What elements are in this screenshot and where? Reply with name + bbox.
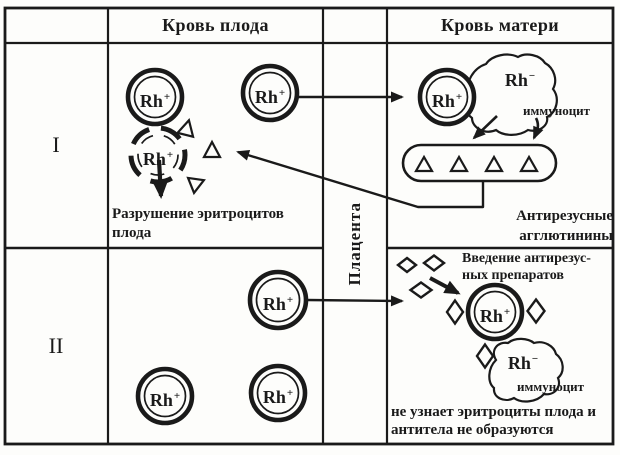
- agglutinin-triangle-icon: [449, 154, 469, 173]
- arrow-drug-to-cell: [429, 276, 461, 295]
- placenta-column: Плацента: [323, 44, 387, 444]
- row-label-2: II: [48, 333, 64, 358]
- drugs-caption-line2: ных препаратов: [462, 268, 564, 283]
- erythrocyte-label: Rh+: [254, 288, 302, 314]
- agglutinins-caption: Антирезусные агглютинины: [470, 206, 613, 246]
- rh-text: Rh: [262, 294, 286, 314]
- anti-rh-drug-icon: [526, 297, 546, 325]
- immunocyte-caption: иммуноцит: [523, 103, 591, 118]
- erythrocyte-label: Rh+: [131, 85, 179, 111]
- rh-text: Rh: [507, 353, 531, 373]
- anti-rh-drugs: [396, 254, 546, 370]
- agglutinin-triangle-icon: [414, 154, 434, 173]
- placenta-label: Плацента: [345, 202, 364, 286]
- free-agglutinins: [175, 117, 222, 196]
- rh-minus-sign: −: [531, 353, 539, 365]
- erythrocyte-label: Rh+: [471, 300, 519, 326]
- erythrocyte-rh-positive: [248, 363, 308, 423]
- rh-text: Rh: [479, 306, 503, 326]
- immunocyte-rh-label: Rh−: [494, 64, 546, 90]
- rh-plus-sign: +: [278, 87, 286, 99]
- rh-plus-sign: +: [163, 91, 171, 103]
- erythrocyte-label: Rh+: [254, 381, 302, 407]
- result-caption: не узнает эритроциты плода и антитела не…: [391, 403, 615, 439]
- rh-plus-sign: +: [286, 294, 294, 306]
- arrow-immunocyte-to-pill-left: [472, 115, 498, 140]
- agglutinin-triangle-icon: [186, 176, 206, 196]
- rh-plus-sign: +: [503, 306, 511, 318]
- arrows: [153, 91, 544, 307]
- agglutinin-triangle-icon: [202, 139, 222, 159]
- immunocyte-blob-row2: [488, 337, 564, 403]
- erythrocyte-rh-positive: [240, 63, 300, 123]
- anti-rh-drug-icon: [408, 281, 434, 299]
- arrow-fetal-to-maternal-row2: [306, 295, 404, 307]
- erythrocyte-rh-positive: [417, 67, 477, 127]
- anti-rh-drug-icon: [422, 254, 446, 272]
- erythrocyte-rh-positive: [247, 269, 309, 331]
- agglutinins-caption-line1: Антирезусные: [516, 208, 613, 224]
- erythrocyte-label: Rh+: [423, 85, 471, 111]
- rh-text: Rh: [431, 91, 455, 111]
- agglutinin-triangle-icon: [484, 154, 504, 173]
- erythrocyte-rh-positive: [465, 282, 525, 342]
- arrow-immunocyte-to-pill-right: [532, 117, 544, 140]
- arrow-agglutinins-to-fetus: [236, 149, 485, 209]
- rh-minus-sign: −: [528, 70, 536, 82]
- result-caption-line1: не узнает эритроциты плода и: [391, 404, 597, 420]
- table-grid: [3, 6, 615, 446]
- erythrocyte-label: Rh+: [246, 81, 294, 107]
- immunocyte-caption: иммуноцит: [517, 379, 585, 394]
- rh-text: Rh: [149, 390, 173, 410]
- anti-rh-drug-icon: [475, 342, 495, 370]
- rh-text: Rh: [262, 387, 286, 407]
- destroyed-erythrocyte-label: Rh+: [134, 143, 182, 169]
- agglutinins-caption-line2: агглютинины: [519, 228, 613, 244]
- anti-rh-drug-icon: [396, 256, 418, 274]
- drugs-caption: Введение антирезус- ных препаратов: [462, 250, 617, 284]
- agglutinins-pill: [401, 143, 558, 183]
- rh-plus-sign: +: [455, 91, 463, 103]
- drugs-caption-line1: Введение антирезус-: [462, 251, 591, 266]
- rh-plus-sign: +: [166, 149, 174, 161]
- erythrocyte-label: Rh+: [141, 384, 189, 410]
- destruction-caption: Разрушение эритроцитов плода: [112, 206, 284, 241]
- rh-text: Rh: [139, 91, 163, 111]
- erythrocyte-rh-positive: [135, 366, 195, 426]
- rh-plus-sign: +: [173, 390, 181, 402]
- agglutinin-triangle-icon: [175, 117, 195, 139]
- rh-text: Rh: [142, 149, 166, 169]
- table-outer-border: [3, 6, 615, 446]
- arrow-destruction: [153, 159, 168, 199]
- header-maternal-blood: Кровь матери: [440, 15, 560, 35]
- rh-plus-sign: +: [286, 387, 294, 399]
- row-label-1: I: [52, 132, 60, 157]
- rh-text: Rh: [504, 70, 528, 90]
- agglutinin-triangle-icon: [519, 154, 539, 173]
- header-fetal-blood: Кровь плода: [162, 15, 269, 35]
- erythrocyte-rh-positive: [125, 67, 185, 127]
- result-caption-line2: антитела не образуются: [391, 422, 554, 438]
- rh-text: Rh: [254, 87, 278, 107]
- immunocyte-rh-label: Rh−: [497, 347, 549, 373]
- anti-rh-drug-icon: [445, 298, 465, 326]
